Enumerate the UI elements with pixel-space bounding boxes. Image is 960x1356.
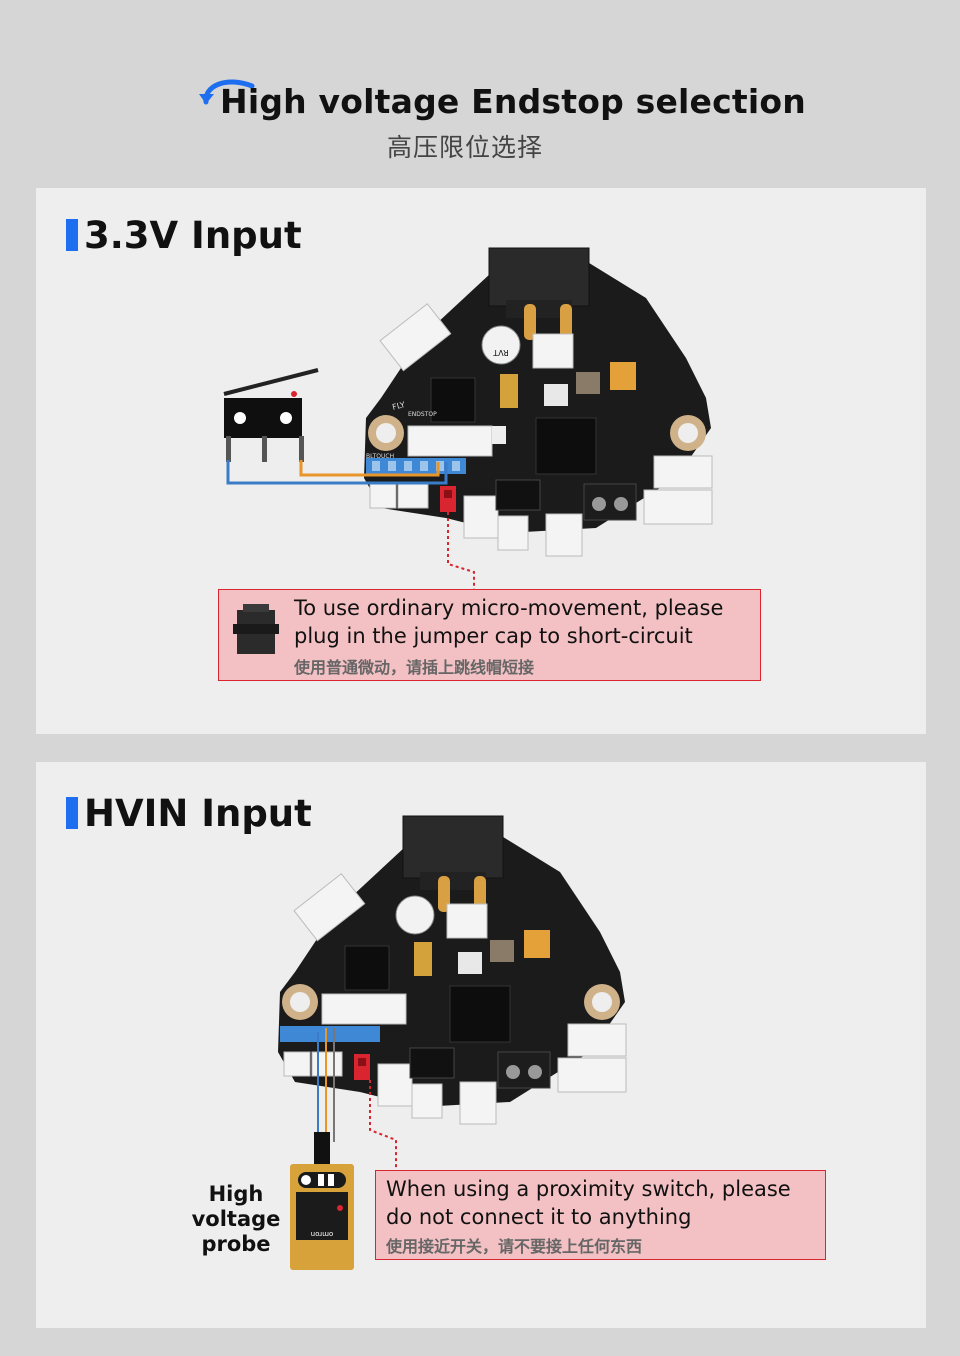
section-hvin-input: HVIN Input (36, 762, 926, 1328)
note-line-cn: 使用接近开关，请不要接上任何东西 (386, 1237, 643, 1256)
curved-arrow-icon (199, 79, 255, 105)
page-header: High voltage Endstop selection 高压限位选择 (0, 0, 960, 188)
connector-right-1 (653, 455, 713, 489)
probe-brand: omron (311, 1230, 334, 1238)
capacitor (481, 325, 521, 365)
leader-line (369, 1080, 397, 1170)
connector-endstop (407, 425, 493, 457)
leader-line (447, 512, 475, 589)
connector-small-2 (397, 483, 429, 509)
board-brand: FLY (391, 400, 406, 412)
pin-header (495, 479, 541, 511)
power-pin-2 (560, 304, 572, 340)
endstop-header (366, 458, 466, 474)
wire-blue (226, 460, 448, 485)
endstop-header (280, 1026, 380, 1042)
jumper-pins (354, 1054, 370, 1080)
probe-label: High voltage probe (191, 1182, 281, 1256)
power-connector (488, 247, 590, 307)
capacitor (395, 895, 435, 935)
jumper-cap-icon (233, 604, 279, 654)
mcu-chip (535, 417, 597, 475)
note-line-2: plug in the jumper cap to short-circuit (294, 624, 693, 648)
reset-button (544, 384, 568, 406)
note-line-1: When using a proximity switch, please (386, 1177, 791, 1201)
capacitor-label: RVT (493, 348, 509, 357)
microswitch (223, 368, 319, 462)
connector-top (532, 333, 574, 369)
section-accent-bar (66, 219, 78, 251)
section-3v3-input: 3.3V Input RVT (36, 188, 926, 734)
section-title: 3.3V Input (66, 214, 302, 257)
led-module (610, 362, 636, 390)
section-accent-bar (66, 797, 78, 829)
connector-bottom-1 (463, 495, 499, 539)
note-line-1: To use ordinary micro-movement, please (294, 596, 724, 620)
dip-switch (500, 374, 518, 408)
bltouch-silk: BLTOUCH (366, 453, 394, 460)
connector-bottom-2 (497, 515, 529, 551)
page-subtitle: 高压限位选择 (386, 133, 543, 162)
note-line-cn: 使用普通微动，请插上跳线帽短接 (294, 658, 535, 677)
connector-small-1 (369, 483, 397, 509)
section-title: HVIN Input (66, 792, 312, 835)
connector-bottom-3 (545, 513, 583, 557)
page-title: High voltage Endstop selection (220, 82, 806, 121)
power-connector (402, 815, 504, 879)
jumper-note: To use ordinary micro-movement, please p… (218, 589, 761, 681)
endstop-silk: ENDSTOP (408, 411, 437, 418)
wire-orange (299, 460, 440, 477)
jumper-cap-on-board (440, 486, 456, 512)
inductor (576, 372, 600, 394)
terminal-block (583, 483, 637, 521)
proximity-probe: omron (290, 1132, 354, 1270)
connector-right-2 (643, 489, 713, 525)
power-pin-1 (524, 304, 536, 340)
board-illustration: omron (278, 815, 627, 1270)
note-line-2: do not connect it to anything (386, 1205, 692, 1229)
driver-chip (430, 377, 476, 423)
probe-note: When using a proximity switch, please do… (375, 1170, 826, 1260)
connector-top-left (379, 303, 452, 372)
board-illustration: RVT FLY ENDSTOP BLTOUCH (223, 247, 713, 589)
